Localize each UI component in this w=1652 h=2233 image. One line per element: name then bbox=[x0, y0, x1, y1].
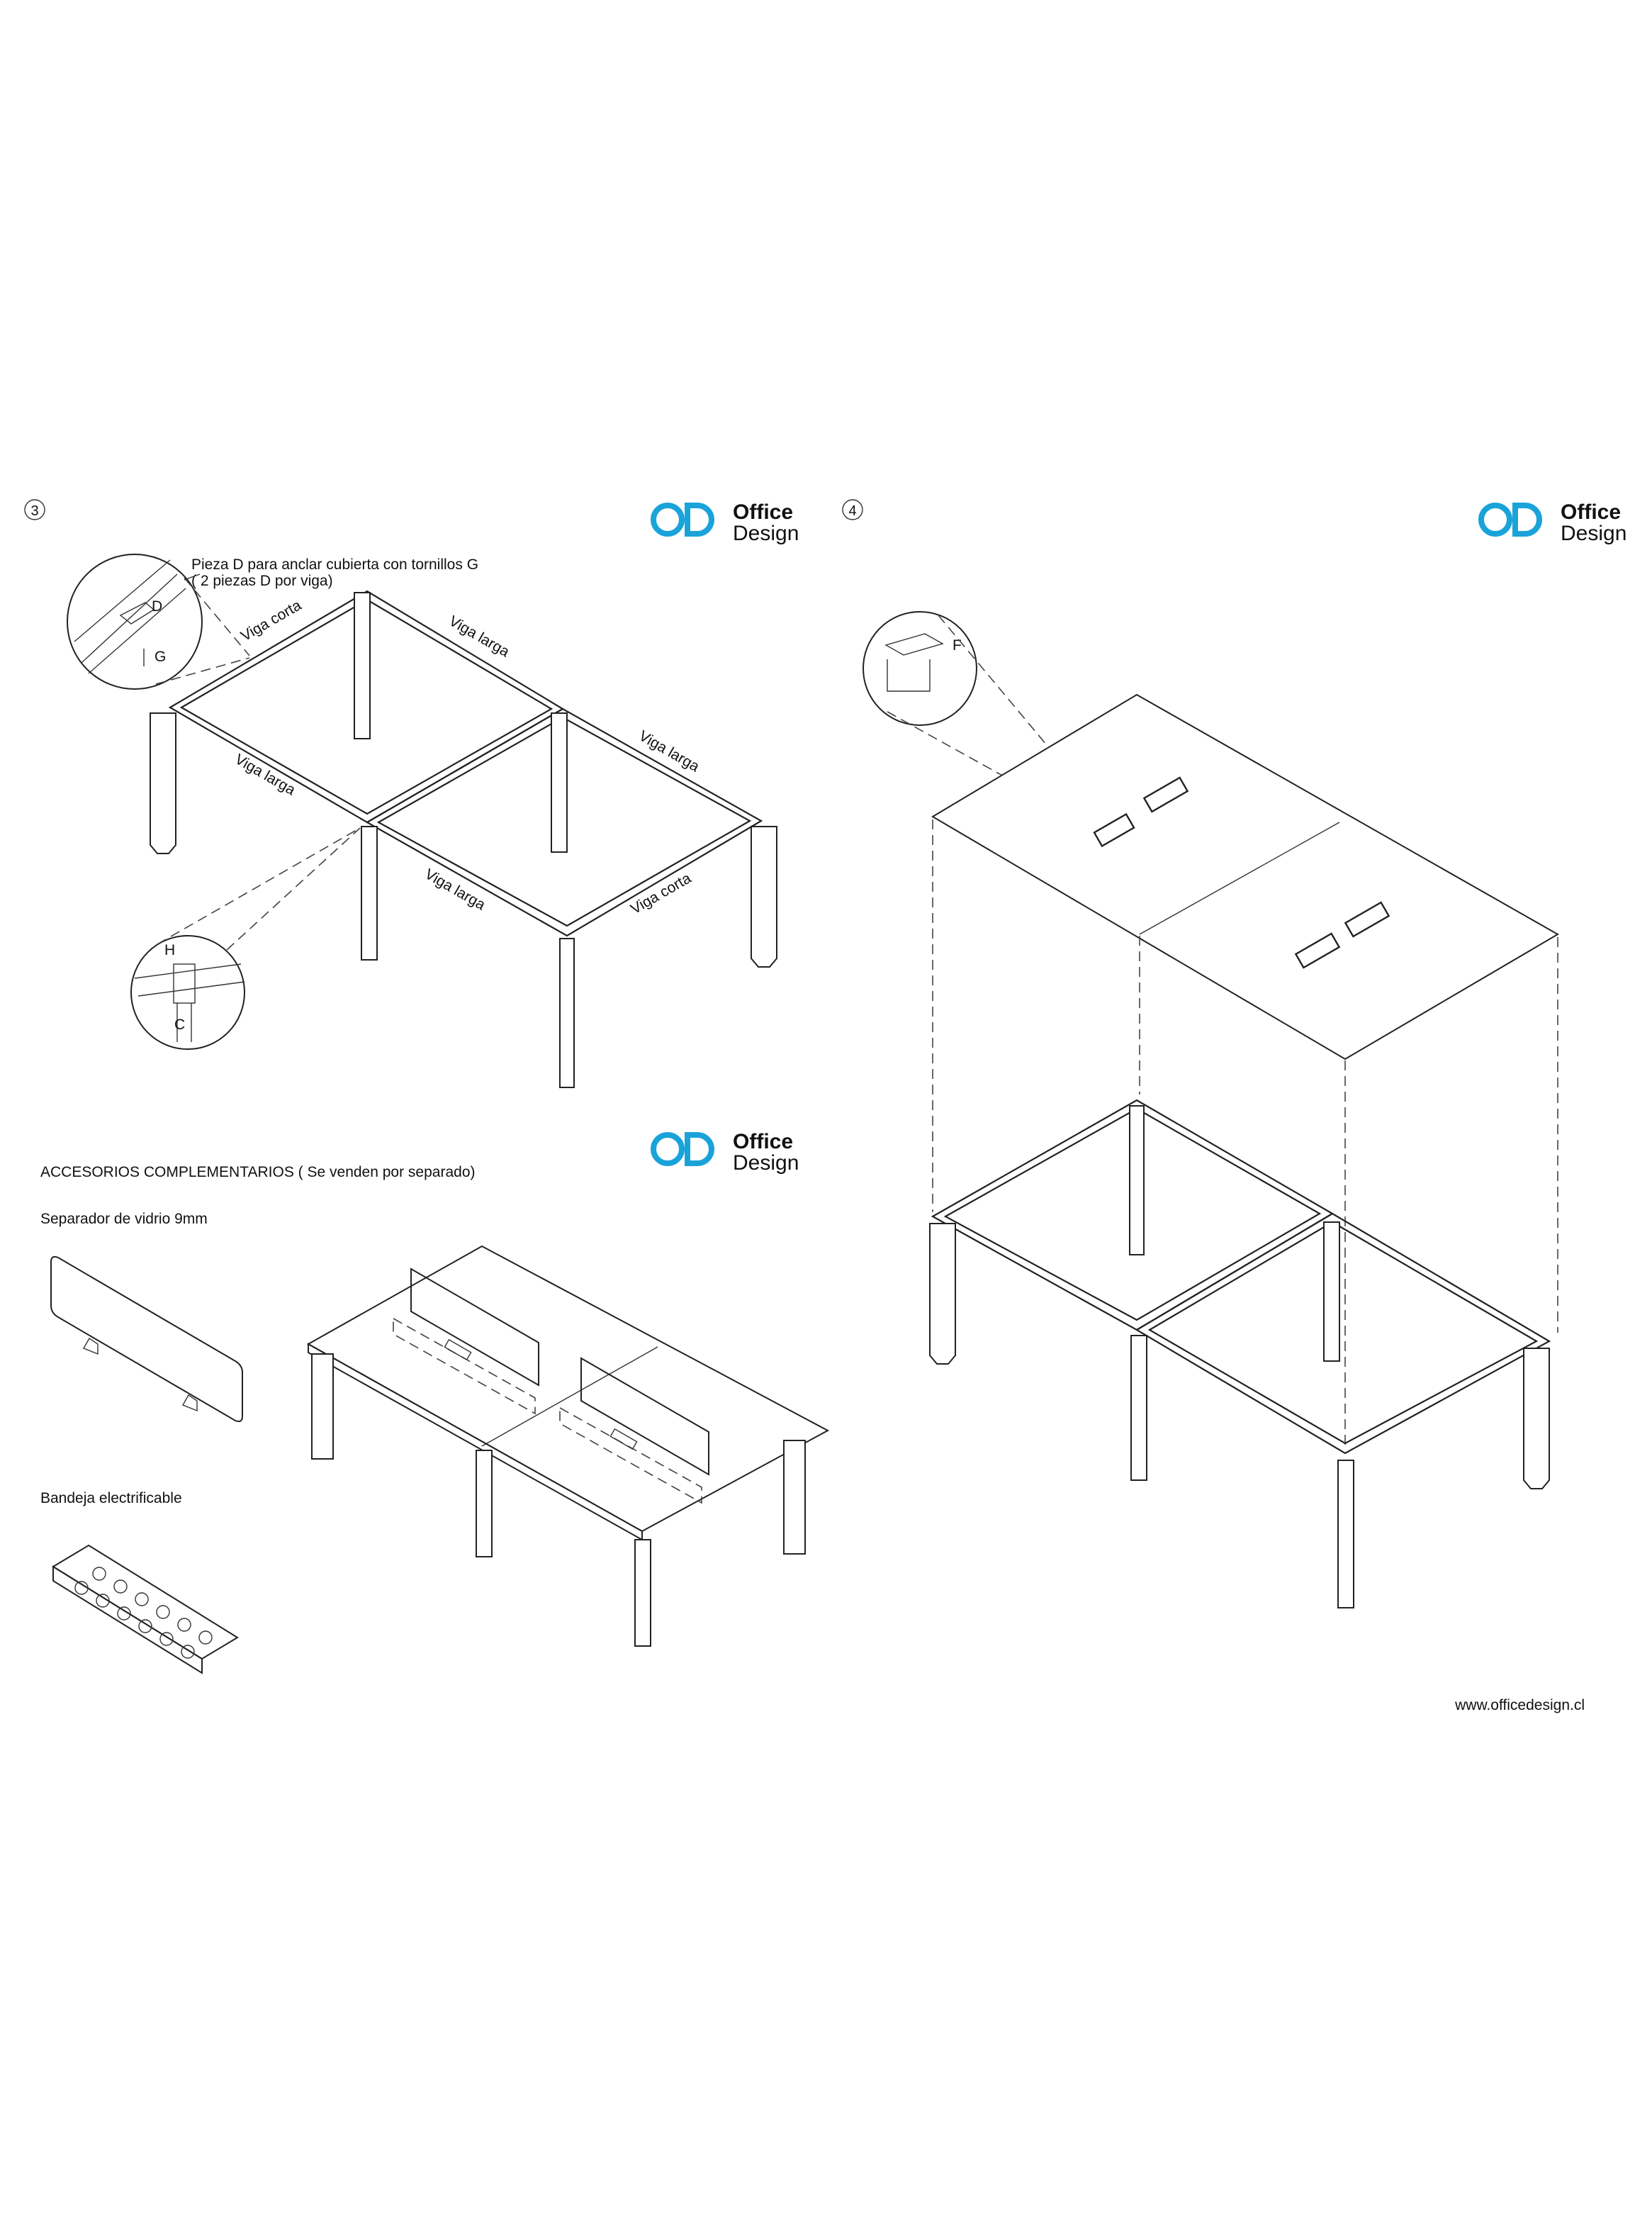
step-number: 3 bbox=[30, 503, 38, 519]
detail-circle-f: F bbox=[862, 611, 977, 726]
svg-text:Design: Design bbox=[733, 1151, 799, 1175]
step-number-circle bbox=[24, 499, 45, 520]
callout-text-1: Pieza D para anclar cubierta con tornill… bbox=[191, 556, 478, 573]
svg-text:Office: Office bbox=[1561, 500, 1621, 524]
step-number: 4 bbox=[848, 503, 856, 519]
step-number-circle bbox=[842, 499, 863, 520]
detail-circle-bottom: H C bbox=[130, 935, 245, 1050]
tray-drawing bbox=[52, 1544, 239, 1674]
accessory-glass-divider-label: Separador de vidrio 9mm bbox=[40, 1211, 208, 1227]
callout-text-2: ( 2 piezas D por viga) bbox=[191, 573, 333, 589]
glass-divider-drawing bbox=[50, 1255, 243, 1423]
accessory-tray-label: Bandeja electrificable bbox=[40, 1490, 182, 1506]
table-frame-step3 bbox=[150, 590, 777, 1088]
svg-text:Office: Office bbox=[733, 500, 793, 524]
step4-panel: 4 Office Design F bbox=[842, 499, 1626, 1713]
desktop-panels bbox=[931, 693, 1559, 1060]
accessories-heading: ACCESORIOS COMPLEMENTARIOS ( Se venden p… bbox=[40, 1164, 476, 1180]
brand-logo: Office Design bbox=[1478, 500, 1626, 545]
detail-label-f: F bbox=[953, 637, 962, 654]
accessories-panel: Office Design ACCESORIOS COMPLEMENTARIOS… bbox=[40, 1130, 830, 1674]
brand-logo: Office Design bbox=[651, 1130, 799, 1175]
beam-label: Viga larga bbox=[232, 751, 298, 798]
website-url: www.officedesign.cl bbox=[1454, 1697, 1585, 1713]
detail-label-d: D bbox=[152, 598, 162, 615]
svg-text:Design: Design bbox=[733, 522, 799, 545]
bench-with-dividers bbox=[306, 1245, 830, 1647]
beam-label: Viga corta bbox=[238, 597, 304, 644]
detail-circle-top: D G bbox=[67, 554, 203, 690]
detail-label-h: H bbox=[164, 942, 175, 958]
brand-logo: Office Design bbox=[651, 500, 799, 545]
svg-text:Office: Office bbox=[733, 1130, 793, 1153]
step3-panel: 3 Office Design Pieza D para anclar cubi… bbox=[24, 499, 799, 1088]
detail-label-g: G bbox=[154, 649, 166, 665]
table-frame-step4 bbox=[929, 1099, 1551, 1608]
svg-text:Design: Design bbox=[1561, 522, 1626, 545]
detail-label-c: C bbox=[174, 1017, 185, 1033]
